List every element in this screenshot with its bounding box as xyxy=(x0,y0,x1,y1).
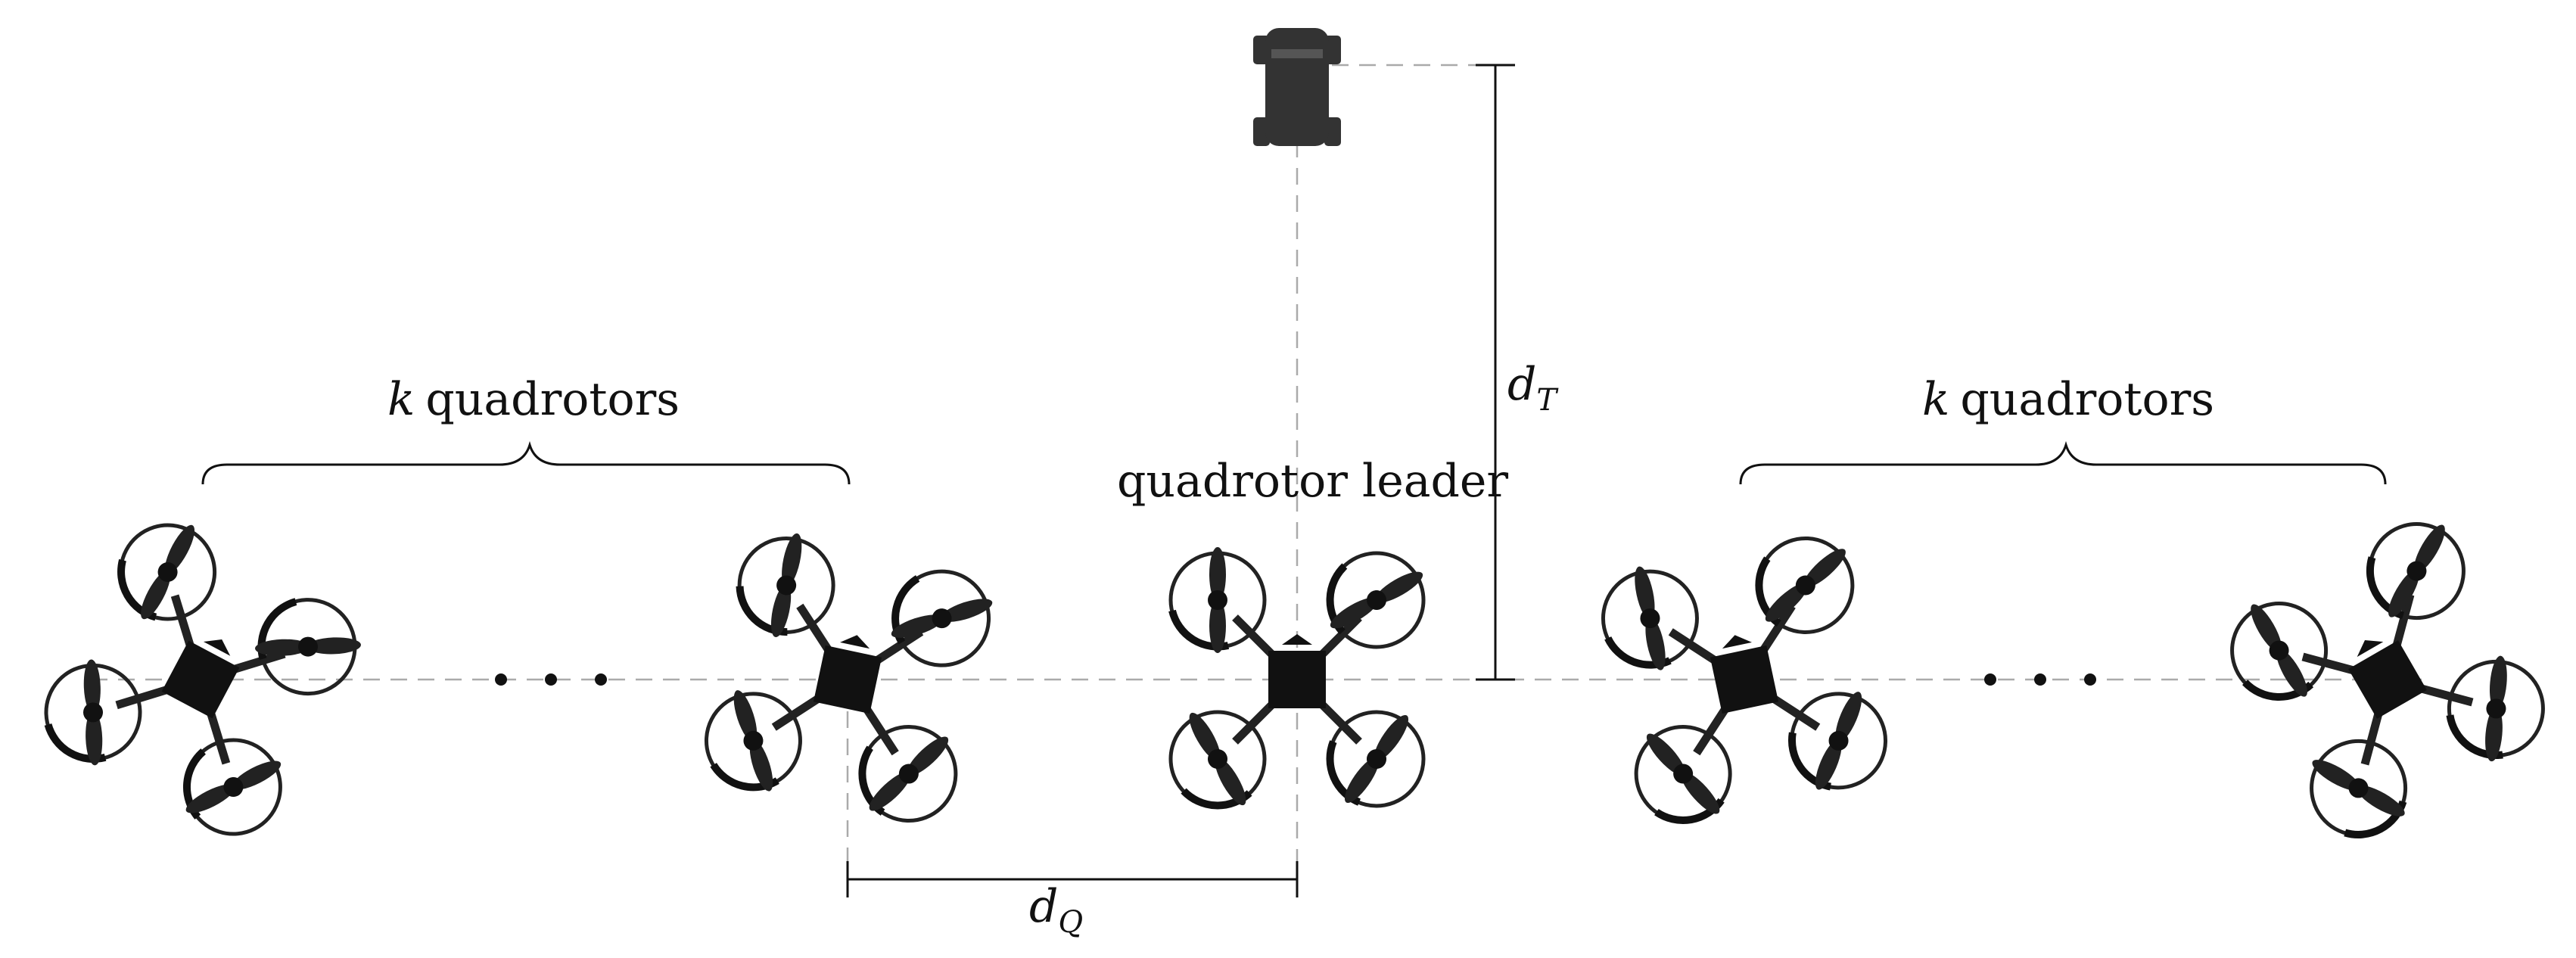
right-ellipsis-icon xyxy=(1984,673,2096,686)
dT-dimension xyxy=(1476,64,1515,681)
quadrotor-icon xyxy=(1,481,400,882)
right-group-brace xyxy=(1739,440,2387,485)
left-group-brace xyxy=(201,440,851,485)
dT-label: dT xyxy=(1507,358,1559,418)
dQ-label: dQ xyxy=(1029,880,1083,940)
quadrotor-icon xyxy=(1570,505,1921,857)
dQ-dimension xyxy=(846,861,1299,897)
ground-vehicle-icon xyxy=(1253,28,1341,146)
left-ellipsis-icon xyxy=(495,673,607,686)
quadrotor-leader-icon xyxy=(1150,533,1445,829)
leader-label: quadrotor leader xyxy=(1117,455,1508,508)
